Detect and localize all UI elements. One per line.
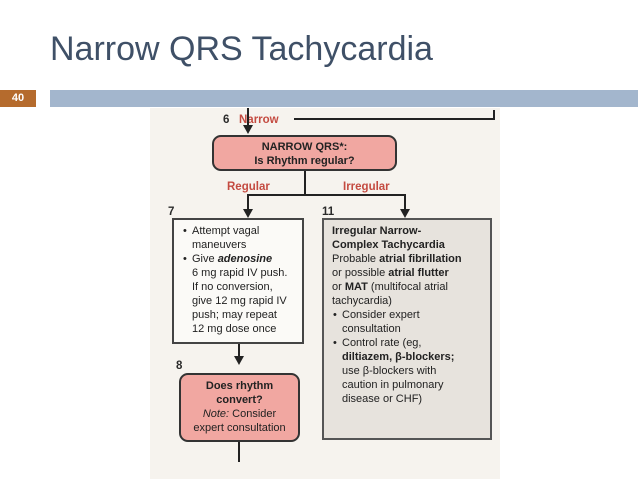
arrow-in-stem — [247, 108, 249, 126]
step7-to-8-stem — [238, 344, 240, 357]
narrow-qrs-line2: Is Rhythm regular? — [254, 155, 355, 167]
regular-arrow — [243, 209, 253, 218]
step-6-number: 6 — [223, 114, 230, 126]
arrow-in-head — [243, 125, 253, 134]
flowchart: 6 Narrow NARROW QRS*: Is Rhythm regular?… — [150, 108, 500, 479]
step-8-box: Does rhythm convert? Note: Consider expe… — [179, 373, 300, 442]
top-connector-tail — [493, 110, 495, 120]
top-connector — [294, 118, 494, 120]
regular-stem — [247, 194, 249, 210]
slide-number: 40 — [0, 90, 36, 107]
step-8-number: 8 — [176, 360, 183, 372]
step7-to-8-arrow — [234, 356, 244, 365]
step8-out-stem — [238, 442, 240, 462]
narrow-qrs-line1: NARROW QRS*: — [261, 141, 348, 153]
branch-regular: Regular — [227, 181, 270, 193]
split-stem — [304, 171, 306, 195]
step-11-box: Irregular Narrow- Complex Tachycardia Pr… — [322, 218, 492, 440]
step-11-number: 11 — [322, 206, 335, 218]
branch-irregular: Irregular — [343, 181, 390, 193]
step-7-number: 7 — [168, 206, 175, 218]
irregular-arrow — [400, 209, 410, 218]
split-bar — [247, 194, 406, 196]
title-bar — [50, 90, 638, 107]
slide-title: Narrow QRS Tachycardia — [50, 30, 433, 68]
narrow-qrs-box: NARROW QRS*: Is Rhythm regular? — [212, 135, 397, 171]
irregular-stem — [404, 194, 406, 210]
